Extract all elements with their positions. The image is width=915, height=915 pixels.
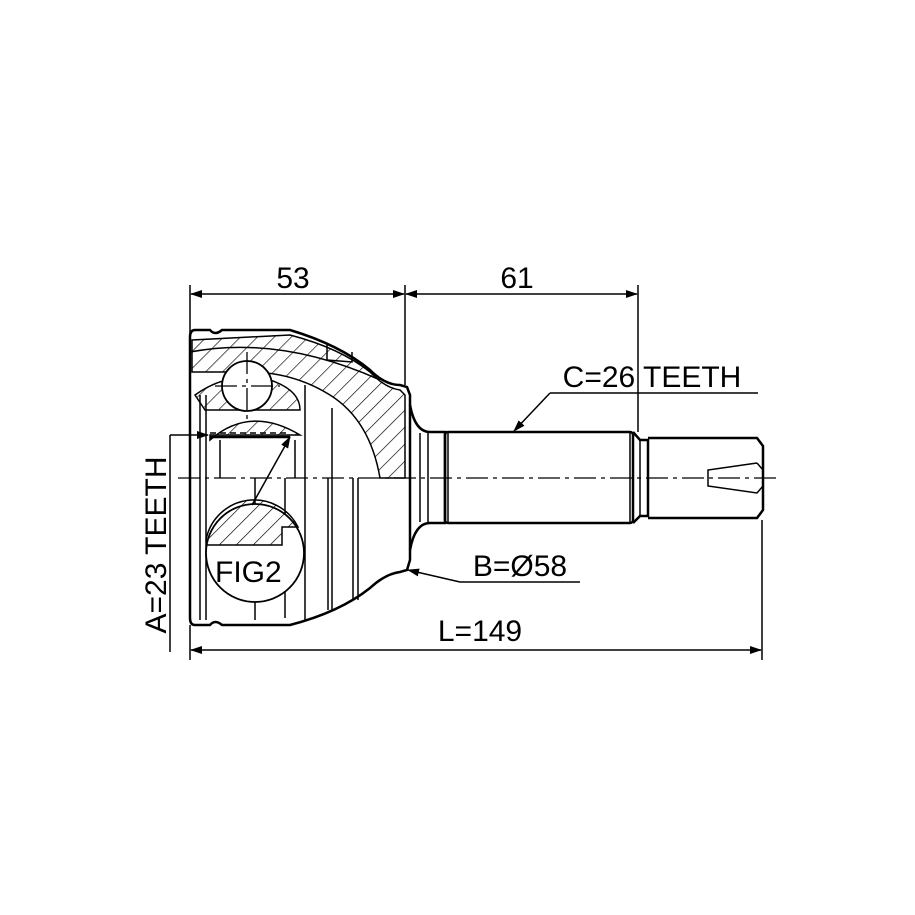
outer-teeth-callout: C=26 TEETH (513, 361, 758, 432)
inner-teeth-callout: A=23 TEETH (140, 431, 209, 652)
top-dimensions: 53 61 (189, 262, 639, 432)
ball (215, 352, 280, 420)
abs-diameter-callout: B=Ø58 (407, 550, 580, 583)
inner-teeth-label: A=23 TEETH (140, 456, 173, 633)
outer-teeth-label: C=26 TEETH (563, 361, 742, 394)
dimension-53: 53 (276, 262, 309, 295)
stub-shaft (408, 404, 765, 551)
abs-diameter-label: B=Ø58 (473, 550, 567, 583)
dimension-61: 61 (500, 262, 533, 295)
fig2-detail: FIG2 (205, 436, 305, 603)
total-length-dimension: L=149 (189, 520, 763, 660)
dimension-l: L=149 (438, 615, 522, 648)
fig2-label: FIG2 (215, 556, 282, 589)
